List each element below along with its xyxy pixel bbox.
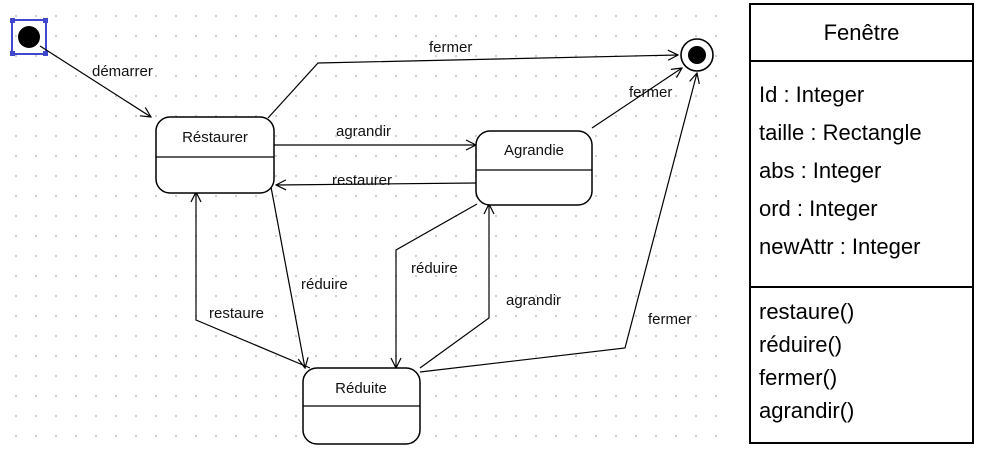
state-label-reduite: Réduite	[335, 380, 387, 397]
transition-agrandir-bottom[interactable]	[419, 204, 489, 369]
diagram-canvas[interactable]: Réstaurer Agrandie Réduite démarrer ferm…	[0, 0, 730, 453]
selection-handle[interactable]	[10, 18, 15, 23]
class-operations: restaure() réduire() fermer() agrandir()	[751, 288, 972, 427]
label-fermer-top: fermer	[429, 39, 472, 56]
attribute-ord: ord : Integer	[759, 196, 878, 221]
selection-handle[interactable]	[43, 18, 48, 23]
attribute-taille: taille : Rectangle	[759, 120, 922, 145]
selection-handle[interactable]	[43, 51, 48, 56]
transition-restaure[interactable]	[196, 192, 311, 369]
operation-restaure: restaure()	[759, 299, 855, 324]
selection-handle[interactable]	[10, 51, 15, 56]
state-restaurer[interactable]: Réstaurer	[155, 116, 275, 194]
transition-reduire-right[interactable]	[396, 203, 478, 368]
transition-fermer-reduite[interactable]	[419, 73, 697, 373]
class-name: Fenêtre	[751, 5, 972, 62]
transition-demarrer[interactable]	[39, 45, 151, 117]
label-agrandir-top: agrandir	[336, 123, 391, 140]
state-label-agrandie: Agrandie	[504, 142, 564, 159]
label-restaurer: restaurer	[332, 172, 392, 189]
initial-state[interactable]	[10, 18, 48, 56]
state-diagram: Réstaurer Agrandie Réduite démarrer ferm…	[10, 18, 714, 445]
label-reduire-right: réduire	[411, 260, 458, 277]
state-label-restaurer: Réstaurer	[182, 129, 248, 146]
transition-reduire-left[interactable]	[270, 186, 305, 368]
final-state[interactable]	[680, 38, 714, 72]
label-fermer-agrandie: fermer	[629, 84, 672, 101]
selection-frame	[11, 19, 47, 55]
label-restaure: restaure	[209, 305, 264, 322]
state-reduite[interactable]: Réduite	[302, 367, 421, 445]
attribute-newattr: newAttr : Integer	[759, 234, 921, 259]
class-attributes: Id : Integer taille : Rectangle abs : In…	[751, 62, 972, 288]
initial-dot	[18, 26, 40, 48]
label-reduire-left: réduire	[301, 276, 348, 293]
transition-restaurer[interactable]	[276, 183, 477, 185]
operation-reduire: réduire()	[759, 332, 843, 357]
transition-fermer-top[interactable]	[267, 55, 678, 119]
attribute-abs: abs : Integer	[759, 158, 882, 183]
label-demarrer: démarrer	[92, 63, 153, 80]
operation-fermer: fermer()	[759, 365, 838, 390]
operation-agrandir: agrandir()	[759, 398, 855, 423]
class-box-fenetre[interactable]: Fenêtre Id : Integer taille : Rectangle …	[749, 3, 974, 444]
attribute-id: Id : Integer	[759, 82, 865, 107]
label-fermer-reduite: fermer	[648, 311, 691, 328]
state-agrandie[interactable]: Agrandie	[475, 130, 593, 206]
label-agrandir-bottom: agrandir	[506, 292, 561, 309]
transition-fermer-agrandie[interactable]	[591, 68, 682, 129]
